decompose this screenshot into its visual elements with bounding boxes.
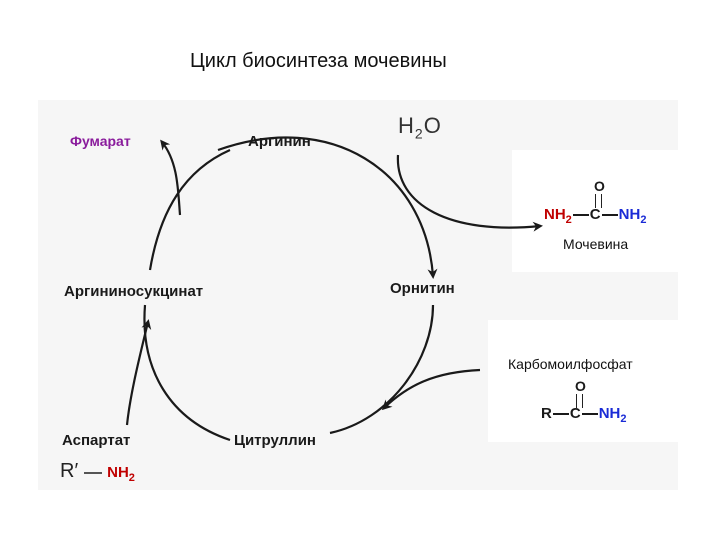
carbamoyl-box (488, 320, 678, 442)
label-water: H2O (398, 113, 442, 142)
page-title: Цикл биосинтеза мочевины (190, 50, 447, 72)
arc-argininosuccinate-to-arginine (148, 148, 231, 271)
urea-double-bond (595, 194, 602, 208)
carbamoyl-caption: Карбомоилфосфат (508, 356, 633, 372)
urea-box (512, 150, 682, 272)
urea-oxygen: O (594, 178, 605, 194)
arrow-carbamoyl-in (381, 368, 481, 411)
arc-arginine-to-ornithine (217, 136, 438, 279)
arrow-aspartate-in (125, 319, 152, 426)
node-ornithine: Орнитин (390, 280, 455, 297)
node-argininosuccinate: Аргининосукцинат (64, 283, 204, 300)
carbamoyl-oxygen: O (575, 378, 586, 394)
arc-citrulline-to-argininosuccinate (143, 304, 231, 442)
arc-ornithine-to-citrulline (329, 304, 435, 435)
arrow-to-fumarate (160, 139, 182, 216)
node-citrulline: Цитруллин (234, 432, 316, 449)
arrow-water-in (396, 154, 543, 232)
label-fumarate: Фумарат (70, 133, 131, 149)
carbamoyl-double-bond (576, 394, 583, 408)
node-arginine: Аргинин (248, 133, 311, 150)
aspartate-formula: R′ NH2 (60, 460, 135, 484)
label-aspartate: Аспартат (62, 432, 131, 449)
urea-caption: Мочевина (563, 236, 629, 252)
